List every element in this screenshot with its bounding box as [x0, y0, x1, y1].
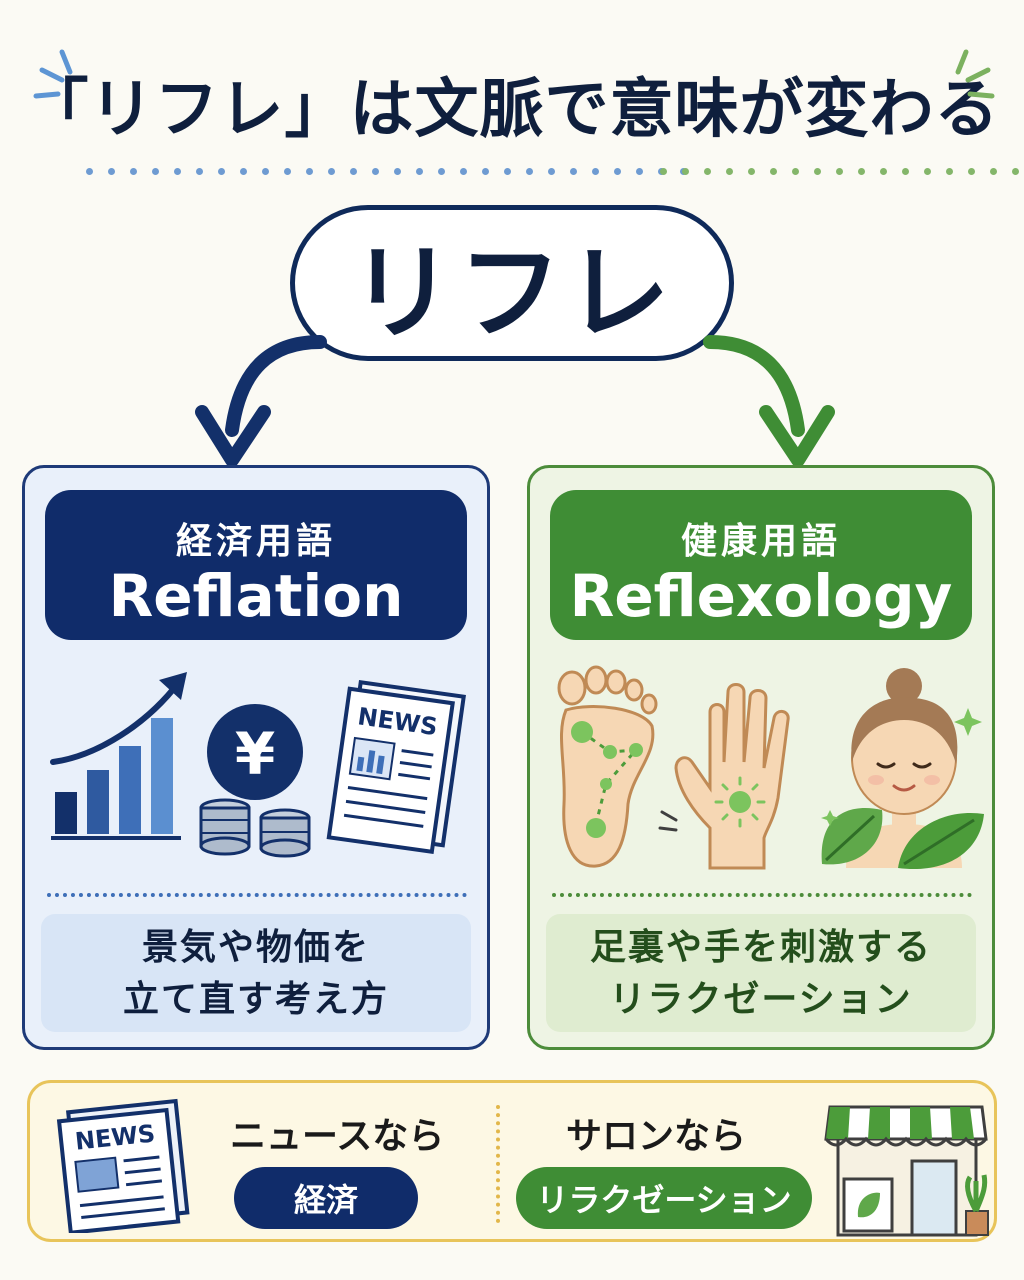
- economics-english-term: Reflation: [108, 562, 404, 630]
- health-description: 足裏や手を刺激する リラクゼーション: [546, 914, 976, 1032]
- news-meaning-pill: 経済: [234, 1167, 418, 1229]
- context-summary-box: NEWS ニュースなら 経済 サロンなら リラクゼーション: [27, 1080, 997, 1242]
- center-term: リフレ: [349, 231, 674, 354]
- yen-symbol: ¥: [235, 720, 275, 788]
- salon-storefront-icon: [824, 1105, 989, 1237]
- health-english-term: Reflexology: [569, 562, 953, 630]
- page-title: 「リフレ」は文脈で意味が変わる: [24, 73, 1000, 147]
- context-divider: [496, 1105, 500, 1223]
- economics-desc-line2: 立て直す考え方: [122, 979, 389, 1020]
- health-panel: 健康用語 Reflexology: [527, 465, 995, 1050]
- foot-sole-icon: [557, 665, 658, 868]
- newspaper-icon: NEWS: [326, 679, 466, 855]
- leaf-icon: [821, 808, 984, 870]
- motion-lines-icon: [658, 810, 678, 832]
- economics-header: 経済用語 Reflation: [45, 490, 467, 640]
- arrow-left-icon: [195, 335, 327, 467]
- title-underline-right: [660, 168, 1024, 178]
- economics-panel: 経済用語 Reflation ¥ NEWS: [22, 465, 490, 1050]
- news-context-label: ニュースなら: [230, 1116, 445, 1157]
- economics-desc-line1: 景気や物価を: [141, 927, 370, 968]
- health-desc-line2: リラクゼーション: [609, 979, 913, 1020]
- economics-description: 景気や物価を 立て直す考え方: [41, 914, 471, 1032]
- bar-chart-rising-arrow-icon: [50, 672, 187, 840]
- salon-context-label: サロンなら: [566, 1116, 747, 1157]
- hand-palm-icon: [674, 683, 790, 870]
- salon-meaning-pill: リラクゼーション: [516, 1167, 812, 1229]
- arrow-right-icon: [703, 335, 835, 467]
- newspaper-icon: NEWS: [56, 1098, 190, 1233]
- health-category: 健康用語: [680, 521, 841, 562]
- center-term-pill: リフレ: [290, 205, 734, 361]
- sparkle-right-icon: [955, 49, 995, 99]
- title-underline-left: [86, 168, 687, 178]
- health-divider: [552, 893, 972, 897]
- coin-stack-icon: [199, 798, 311, 858]
- yen-coin-icon: ¥: [199, 704, 311, 858]
- economics-category: 経済用語: [175, 521, 336, 562]
- health-desc-line1: 足裏や手を刺激する: [589, 927, 932, 968]
- relaxed-woman-icon: [821, 668, 984, 870]
- health-header: 健康用語 Reflexology: [550, 490, 972, 640]
- economics-divider: [47, 893, 467, 897]
- sparkle-left-icon: [33, 49, 73, 99]
